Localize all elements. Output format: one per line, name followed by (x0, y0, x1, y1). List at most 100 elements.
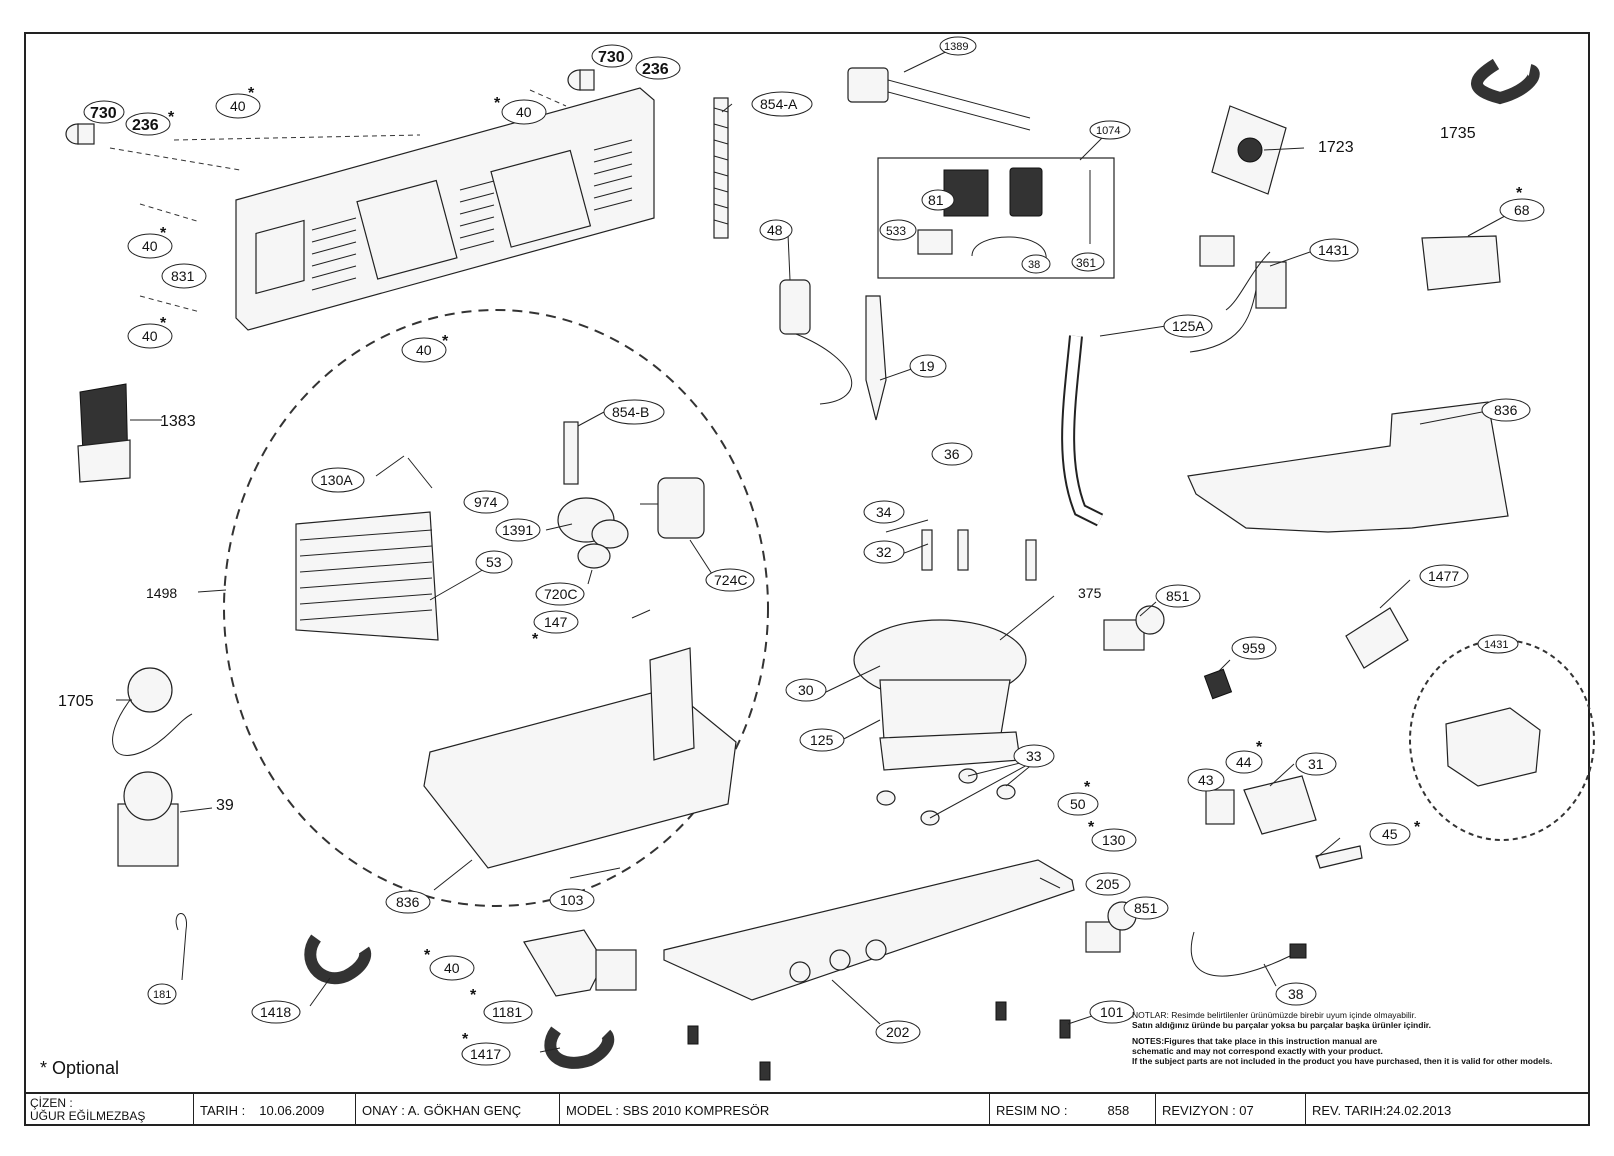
sensor-19 (865, 295, 887, 421)
evaporator-group-boundary (223, 309, 769, 907)
note-en-3: If the subject parts are not included in… (1132, 1056, 1553, 1066)
label-851-bottom: 851 (1134, 900, 1158, 916)
date-cell: TARIH : 10.06.2009 (194, 1094, 356, 1126)
hose-1418 (304, 934, 372, 984)
label-125: 125 (810, 732, 834, 748)
label-1389: 1389 (944, 41, 968, 53)
clip-cover-31 (1205, 775, 1317, 835)
label-50: 50 (1070, 796, 1086, 812)
power-cord-38 (1190, 931, 1307, 977)
spring-854a (713, 97, 729, 239)
drawn-by-label: ÇİZEN : (30, 1096, 73, 1110)
evaporator-53 (295, 511, 439, 641)
label-1431-detail: 1431 (1484, 639, 1508, 651)
label-36: 36 (944, 446, 960, 462)
label-1391: 1391 (502, 522, 533, 538)
harness-box-1431 (1445, 707, 1541, 787)
date-value: 10.06.2009 (259, 1102, 325, 1118)
label-202: 202 (886, 1024, 910, 1040)
label-19: 19 (919, 358, 935, 374)
label-40-c: 40 (142, 238, 158, 254)
label-836-right: 836 (1494, 402, 1518, 418)
label-831: 831 (171, 268, 195, 284)
star-40-e: * (442, 333, 449, 350)
star-40-f: * (424, 947, 431, 964)
label-959: 959 (1242, 640, 1266, 656)
label-836-left: 836 (396, 894, 420, 910)
optional-markers: * * * * * * * * * * * * * * * (160, 85, 1523, 1048)
label-31: 31 (1308, 756, 1324, 772)
label-38-kit: 38 (1028, 259, 1040, 271)
revision-cell: REVIZYON : 07 (1156, 1094, 1306, 1126)
label-1498: 1498 (146, 585, 177, 601)
relay-1383 (77, 383, 131, 483)
drawing-number-cell: RESIM NO : 858 (990, 1094, 1156, 1126)
approval-cell: ONAY : A. GÖKHAN GENÇ (356, 1094, 560, 1126)
fan-blade-720c (557, 497, 629, 569)
hose-1417 (544, 1026, 615, 1069)
panel-screw-paths (109, 89, 567, 313)
label-40-a: 40 (230, 98, 246, 114)
fan-bracket-box-836 (423, 647, 737, 869)
tray-836-right (1187, 401, 1509, 533)
star-1417: * (462, 1031, 469, 1048)
label-34: 34 (876, 504, 892, 520)
label-181: 181 (153, 989, 171, 1001)
note-tr-2: Satın aldığınız üründe bu parçalar yoksa… (1132, 1020, 1432, 1030)
notes-block: NOTLAR: Resimde belirtilenler ürünümüzde… (1132, 1010, 1582, 1066)
drain-tube-125a (1061, 335, 1104, 527)
compressor-30 (853, 619, 1027, 771)
label-854b: 854-B (612, 404, 649, 420)
valve-1181 (523, 929, 637, 997)
part-1477 (1345, 607, 1409, 669)
label-1417: 1417 (470, 1046, 501, 1062)
drawing-number-value: 858 (1107, 1102, 1130, 1118)
drawn-by-cell: ÇİZEN : UĞUR EĞİLMEZBAŞ (24, 1094, 194, 1126)
fan-motor-724c (640, 477, 705, 539)
label-130: 130 (1102, 832, 1126, 848)
label-103: 103 (560, 892, 584, 908)
label-40-d: 40 (142, 328, 158, 344)
title-block: ÇİZEN : UĞUR EĞİLMEZBAŞ TARIH : 10.06.20… (24, 1092, 1590, 1126)
model-cell: MODEL : SBS 2010 KOMPRESÖR (560, 1094, 990, 1126)
condenser-cover-panel (235, 87, 655, 331)
label-1418: 1418 (260, 1004, 291, 1020)
label-38-cord: 38 (1288, 986, 1304, 1002)
spring-854b (563, 421, 579, 485)
label-1723: 1723 (1318, 139, 1354, 156)
label-39: 39 (216, 797, 234, 814)
label-1705: 1705 (58, 693, 94, 710)
label-44: 44 (1236, 754, 1252, 770)
label-40-b: 40 (516, 104, 532, 120)
drawing-number-label: RESIM NO : (996, 1102, 1068, 1118)
label-724c: 724C (714, 572, 747, 588)
valve-851-top (1103, 605, 1165, 651)
label-361: 361 (1076, 256, 1096, 270)
defrost-heater-1389 (847, 67, 1031, 131)
wire-181 (175, 913, 188, 981)
label-43: 43 (1198, 772, 1214, 788)
star-40-c: * (160, 225, 167, 242)
part-959 (1203, 668, 1233, 700)
capacitor-48 (779, 279, 852, 405)
label-68: 68 (1514, 202, 1530, 218)
label-720c: 720C (544, 586, 577, 602)
star-40-a: * (248, 85, 255, 102)
cover-1723 (1211, 105, 1287, 195)
label-1181: 1181 (492, 1004, 522, 1020)
label-30: 30 (798, 682, 814, 698)
star-45: * (1414, 819, 1421, 836)
label-45: 45 (1382, 826, 1398, 842)
base-plate-202 (663, 859, 1075, 1001)
base-screws (687, 1001, 1071, 1081)
label-1074: 1074 (1096, 125, 1120, 137)
label-375: 375 (1078, 585, 1102, 601)
drawing-sheet (24, 32, 1590, 1126)
date-label: TARIH : (200, 1102, 246, 1118)
label-1431-top: 1431 (1318, 242, 1349, 258)
label-1383: 1383 (160, 413, 196, 430)
star-1181: * (470, 987, 477, 1004)
label-130a: 130A (320, 472, 353, 488)
label-1735: 1735 (1440, 125, 1476, 142)
star-236: * (168, 109, 175, 126)
